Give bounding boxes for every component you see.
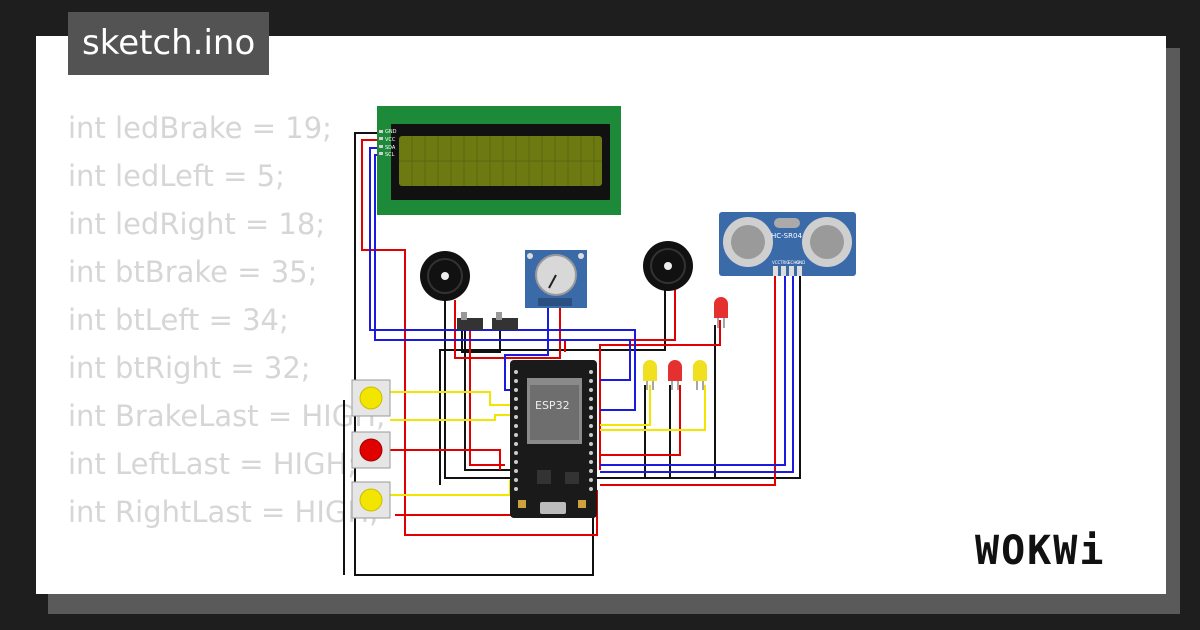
lcd-pin-label: GND [385, 129, 397, 135]
wire-bt-red [390, 449, 501, 470]
buzzer-left[interactable] [420, 251, 470, 301]
potentiometer[interactable] [525, 250, 587, 308]
buzzer-right[interactable] [643, 241, 693, 291]
code-line: int ledLeft = 5; [68, 159, 285, 193]
code-line: int ledBuzzer = 23; [68, 584, 386, 594]
wire-switch-red [469, 330, 505, 466]
wire-led-red [600, 385, 681, 456]
led-yellow-1[interactable] [643, 360, 657, 390]
wire-sensor-vcc [600, 275, 776, 486]
lcd-pin-label: SCL [385, 152, 395, 158]
sensor-pin-label: VCC [772, 260, 781, 265]
wokwi-logo: WOKWi [975, 528, 1106, 574]
code-line: int LeftLast = HIGH; [68, 447, 358, 481]
wire-gnd-bottom [444, 275, 801, 479]
code-line: int btLeft = 34; [68, 303, 289, 337]
sensor-pin-label: GND [796, 260, 805, 265]
esp32-pins [514, 370, 593, 491]
wire-led-y1 [600, 385, 651, 426]
sensor-pin-label: ECHO [788, 260, 799, 265]
wire-scl [374, 154, 631, 381]
wire-bt-yellow-2 [390, 414, 515, 421]
led-red-middle[interactable] [668, 360, 682, 390]
slide-switch-2[interactable] [492, 312, 518, 330]
sensor-pins [773, 266, 802, 276]
pushbutton-yellow-top[interactable] [351, 379, 391, 417]
wire-echo [600, 275, 794, 473]
slide-switch-1[interactable] [457, 312, 483, 330]
wire-buzzer2-gnd [439, 290, 666, 485]
wire-bt-yellow-1 [390, 391, 515, 406]
led-red-top[interactable] [714, 297, 728, 328]
wire-led-top [599, 320, 721, 470]
wire-bt-bottom [395, 505, 521, 516]
sensor-label: HC-SR04 [771, 232, 802, 240]
led-yellow-2[interactable] [693, 360, 707, 390]
wire-gnd-lcd [354, 132, 594, 576]
code-line: int ledRight = 18; [68, 207, 326, 241]
code-line: int btBrake = 35; [68, 255, 318, 289]
wire-trig [600, 275, 786, 466]
code-line: int btRight = 32; [68, 351, 311, 385]
code-background: int ledBrake = 19; int ledLeft = 5; int … [68, 104, 386, 594]
lcd-pin-label: VCC [385, 137, 396, 143]
pushbutton-red[interactable] [351, 431, 391, 469]
ultrasonic-sensor[interactable]: HC-SR04 VCC TRIG ECHO GND [719, 212, 856, 276]
lcd-pins [379, 130, 383, 155]
lcd-character-grid [399, 136, 602, 186]
sensor-pin-label: TRIG [779, 260, 790, 265]
esp32-board[interactable]: ESP32 [510, 360, 597, 518]
wire-vcc-lcd [361, 139, 598, 536]
lcd-pin-label: SDA [385, 145, 396, 151]
lcd-display[interactable]: GND VCC SDA SCL [377, 106, 621, 215]
wire-bt-yellow-3 [390, 480, 511, 496]
wire-sw-gnd [464, 330, 510, 471]
wire-led-y2 [600, 385, 706, 431]
code-line: int ledBrake = 19; [68, 111, 332, 145]
pushbutton-yellow-bottom[interactable] [351, 481, 391, 519]
board-label: ESP32 [535, 399, 570, 412]
file-title: sketch.ino [68, 12, 270, 75]
